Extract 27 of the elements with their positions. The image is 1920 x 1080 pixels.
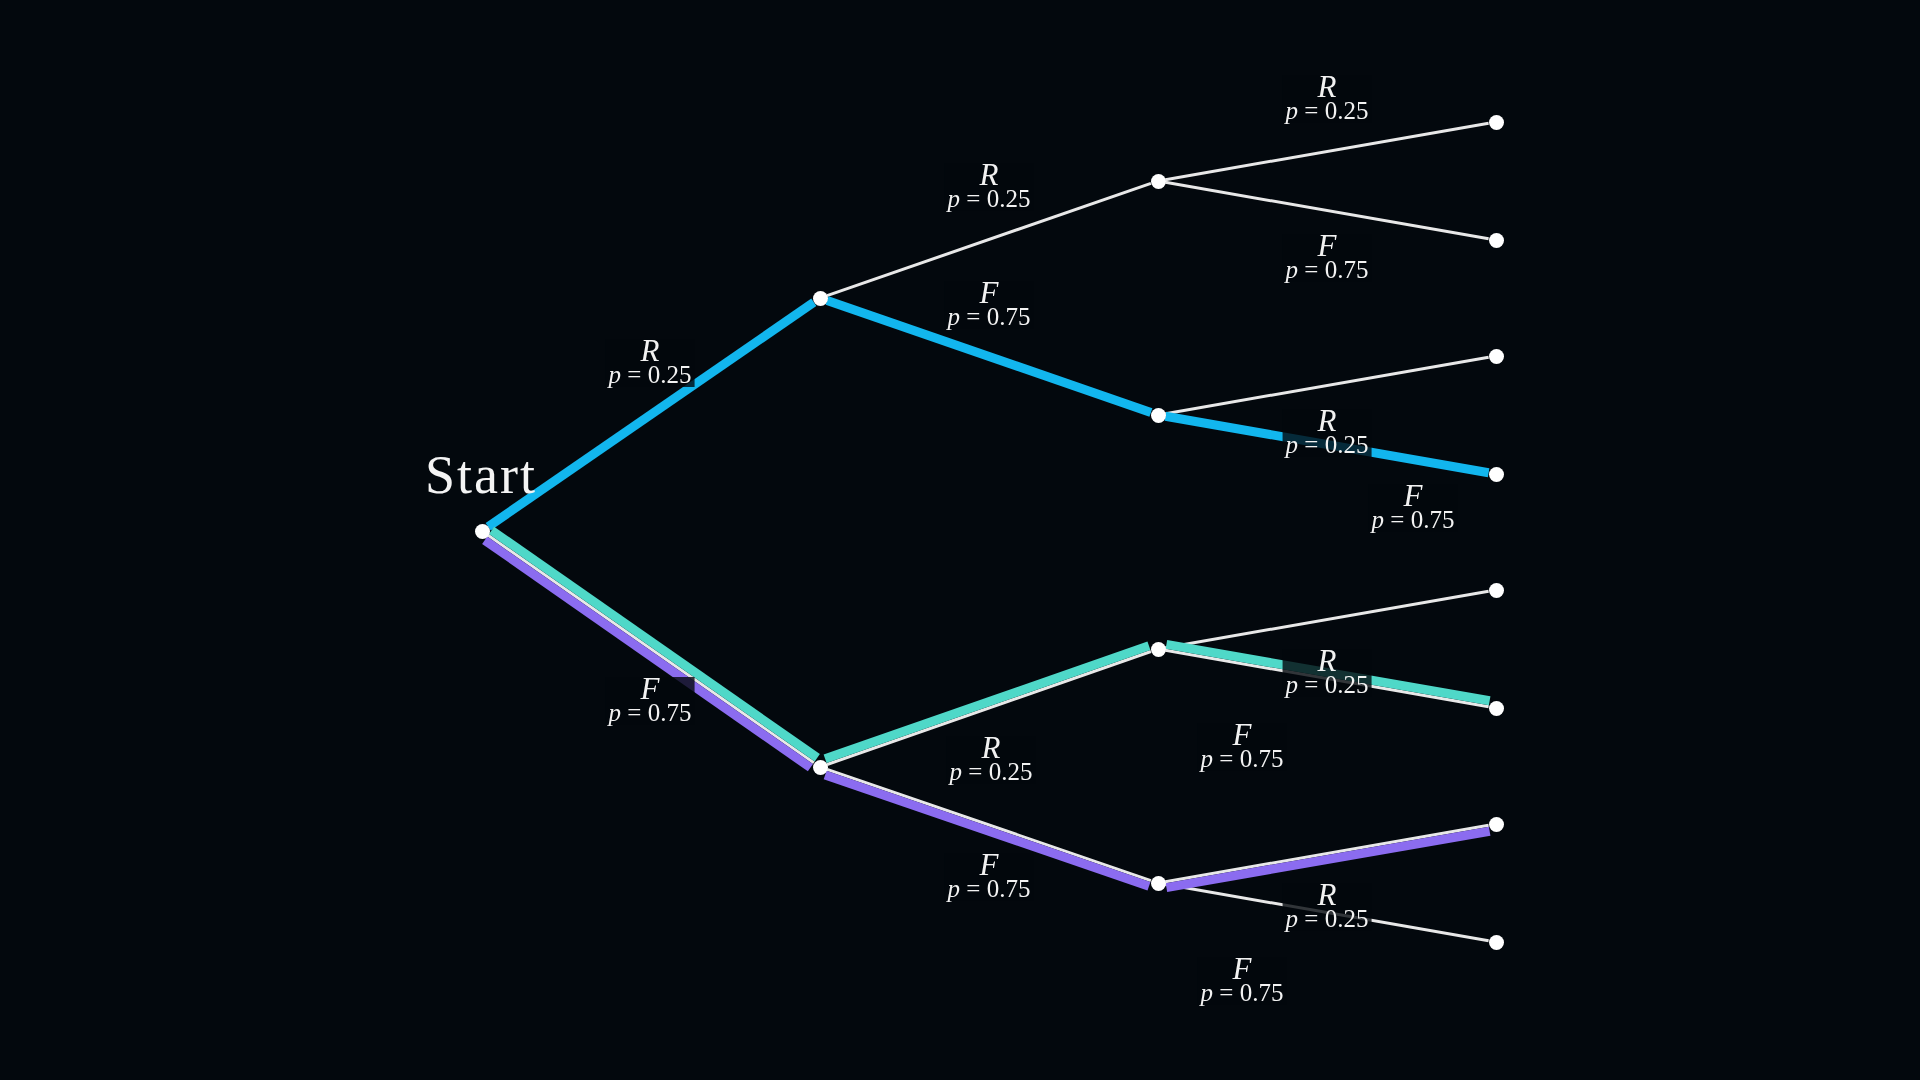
- node-dot: [1488, 348, 1504, 364]
- highlighted-branch: [485, 298, 817, 531]
- branch-line: [1165, 180, 1489, 241]
- node-dot: [1488, 934, 1504, 950]
- branch-line: [1165, 823, 1489, 884]
- highlighted-branch: [1165, 826, 1491, 893]
- highlighted-branch: [825, 296, 1153, 417]
- node-dot: [1150, 641, 1166, 657]
- edge-label: R p = 0.25: [1282, 409, 1372, 457]
- edge-label: R p = 0.25: [1282, 649, 1372, 697]
- edge-label: F p = 0.75: [605, 677, 695, 725]
- node-dot: [1150, 407, 1166, 423]
- node-dot: [1150, 875, 1166, 891]
- branch-line: [1165, 121, 1489, 182]
- node-dot: [1488, 700, 1504, 716]
- node-dot: [474, 523, 490, 539]
- node-dot: [1488, 114, 1504, 130]
- start-label: Start: [425, 448, 537, 502]
- node-dot: [1488, 466, 1504, 482]
- edge-label: R p = 0.25: [605, 339, 695, 387]
- node-dot: [1488, 816, 1504, 832]
- node-dot: [1488, 232, 1504, 248]
- node-dot: [1488, 582, 1504, 598]
- branch-line: [826, 182, 1152, 297]
- node-dot: [812, 290, 828, 306]
- edge-label: R p = 0.25: [1282, 883, 1372, 931]
- node-dot: [1150, 173, 1166, 189]
